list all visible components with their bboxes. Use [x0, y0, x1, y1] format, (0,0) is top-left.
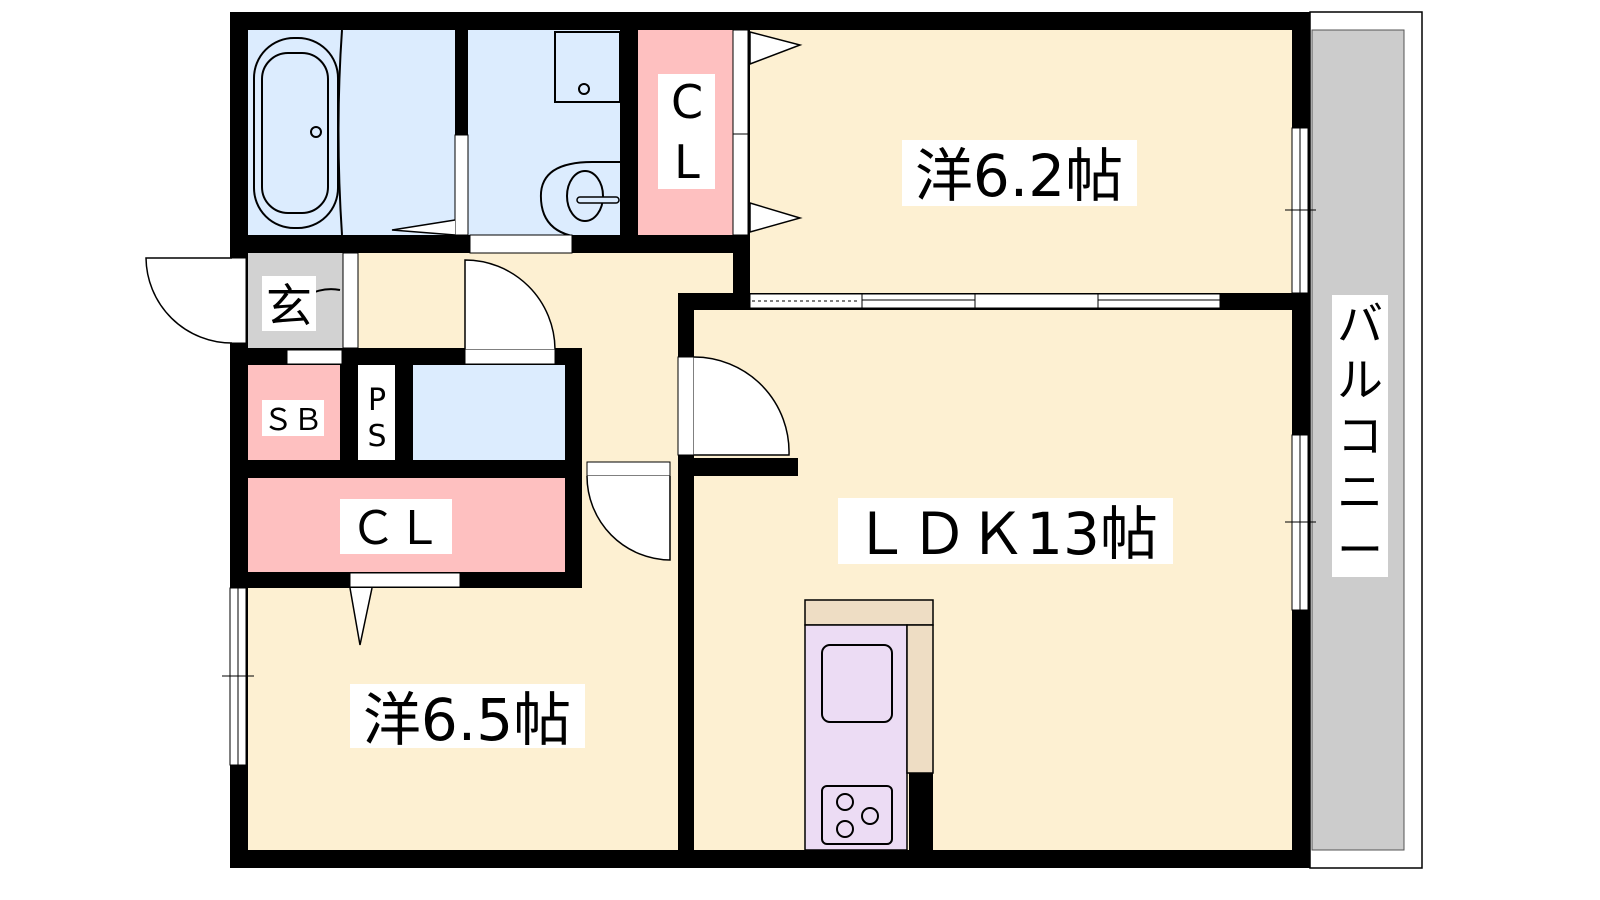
ldk-door-swing: [693, 356, 790, 456]
balcony-label-1: バ: [1337, 297, 1383, 351]
front-door-swing: [145, 257, 233, 344]
room2-door-swing: [586, 475, 671, 561]
shoe-box-label: ＳＢ: [263, 403, 323, 438]
bath-door-swing: [391, 219, 456, 236]
washbasin-icon: [554, 31, 621, 103]
room2-door[interactable]: [586, 461, 671, 477]
washroom-door[interactable]: [469, 234, 573, 254]
closet-door[interactable]: [349, 572, 461, 588]
bathroom: [248, 30, 455, 235]
pipe-space-label-p: P: [368, 383, 386, 418]
closet-door-swing: [749, 31, 803, 66]
sink-icon: [821, 644, 893, 723]
balcony-label-2: ル: [1337, 353, 1383, 407]
bathtub-icon: [253, 29, 343, 236]
pipe-space-label-s: S: [367, 419, 386, 454]
storage: [413, 365, 565, 460]
balcony-label-3: コ: [1337, 409, 1383, 463]
closet-top-doors[interactable]: [732, 29, 749, 236]
storage-door-swing: [464, 259, 556, 350]
ldk-label: ＬＤＫ13帖: [852, 500, 1158, 568]
stove-icon: [821, 785, 893, 845]
western-room-1-label: 洋6.2帖: [915, 142, 1123, 210]
balcony-label-4: ニ: [1337, 465, 1383, 519]
balcony-label-5: ー: [1337, 523, 1383, 577]
western-room-2-label: 洋6.5帖: [363, 686, 571, 754]
closet-door-swing: [749, 201, 803, 233]
storage-door[interactable]: [464, 348, 556, 365]
closet-top-label-c: C: [671, 75, 703, 129]
bath-door[interactable]: [454, 134, 469, 236]
ldk-door[interactable]: [677, 356, 695, 456]
entrance-label: 玄: [266, 279, 312, 333]
kitchen-counter: [804, 599, 934, 851]
toilet-washroom: [468, 30, 620, 235]
front-door[interactable]: [229, 257, 247, 344]
sliding-door[interactable]: [749, 293, 1221, 309]
balcony: バ ル コ ニ ー: [1309, 11, 1423, 869]
closet-main-label: ＣＬ: [350, 501, 442, 555]
ldk: [694, 310, 1292, 850]
toilet-icon: [539, 161, 622, 239]
closet-top-label-l: L: [674, 135, 700, 189]
pipe-space: [358, 365, 395, 460]
